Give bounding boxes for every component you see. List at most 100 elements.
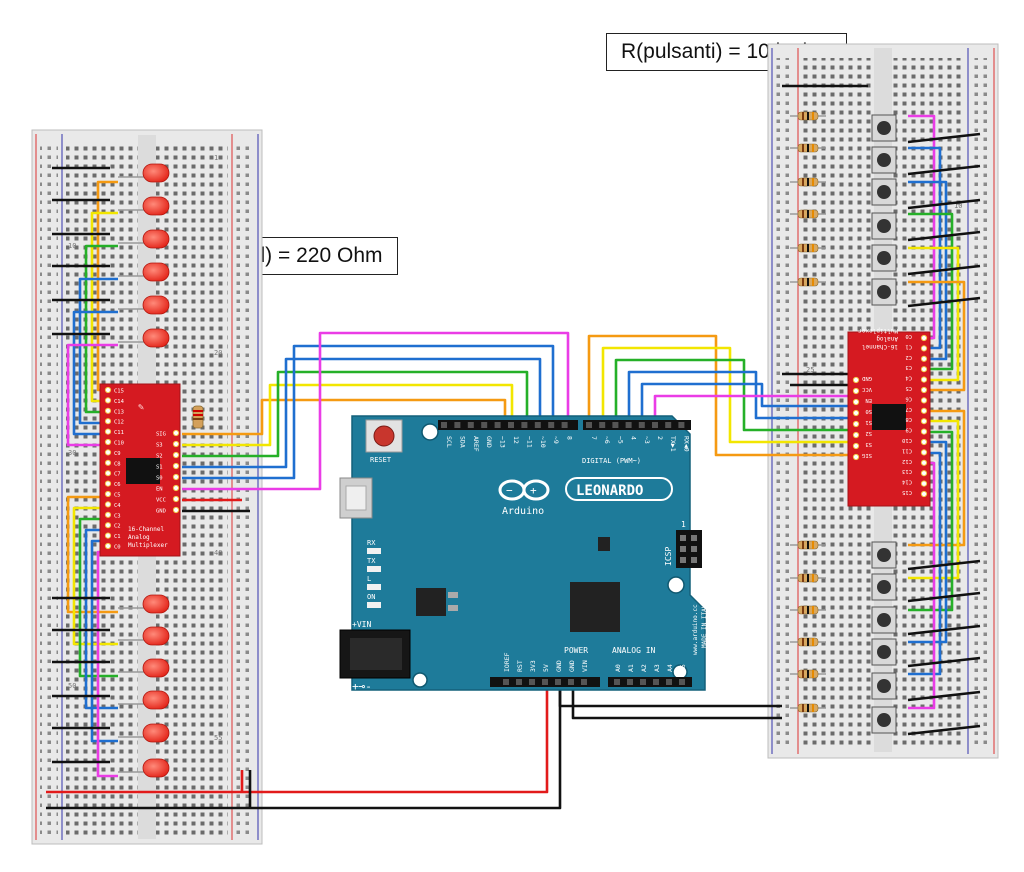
mux-right-ctrl-hole — [852, 387, 860, 395]
analog-pin-label: A4 — [666, 664, 674, 672]
board-name: LEONARDO — [576, 483, 643, 499]
header-pin — [516, 679, 522, 685]
icsp-pin — [680, 546, 686, 552]
resistor-band — [812, 638, 814, 646]
mux-left-ctrl-label: SIG — [156, 432, 166, 438]
header-pin — [529, 679, 535, 685]
header-pin — [503, 679, 509, 685]
wire-sig-right — [587, 334, 858, 457]
digital-pin-label: 2 — [656, 436, 664, 440]
mux-left-pin-label: C8 — [114, 461, 121, 467]
red-led — [142, 196, 170, 216]
mux-left-ctrl-hole — [172, 462, 180, 470]
wire-btn-vcc — [907, 656, 981, 668]
mux-left-pin-hole — [104, 397, 112, 404]
digital-pin-label: 4 — [630, 436, 638, 440]
resistor-band — [807, 244, 809, 252]
mux-right-pin-label: C11 — [902, 447, 912, 453]
mux-left-caption-2: Analog — [128, 534, 150, 541]
mux-left-pin-hole — [104, 532, 112, 539]
mux-right-pin-hole — [920, 449, 928, 456]
mux-left-ctrl-hole — [172, 451, 180, 459]
mux-right-pin-label: C7 — [905, 406, 912, 412]
red-led — [142, 295, 170, 315]
mux-left-pin-hole — [104, 386, 112, 394]
mux-right-ctrl-hole — [852, 442, 860, 450]
digital-pin-label: AREF — [472, 436, 480, 452]
mux-left-pin-hole — [104, 428, 112, 435]
digital-pin-label: SDA — [458, 436, 466, 448]
pushbutton-cap — [877, 679, 891, 693]
mux-left-caption-3: Multiplexer — [128, 542, 168, 549]
svg-text:+: + — [530, 484, 537, 497]
resistor-band — [802, 278, 804, 286]
resistor-band — [807, 112, 809, 120]
mux-left-pin-label: C3 — [114, 513, 121, 519]
red-led — [142, 163, 170, 183]
resistor-band — [812, 670, 814, 678]
header-pin — [652, 422, 658, 428]
wire-led-5 — [66, 343, 118, 447]
wire-s0-left — [182, 344, 555, 480]
pushbutton-cap — [877, 548, 891, 562]
mux-left-pin-label: C14 — [114, 399, 125, 405]
header-pin — [665, 422, 672, 428]
resistor-band — [802, 178, 804, 186]
mux-right-pin-hole — [920, 355, 928, 362]
mux-right-pin-label: C0 — [905, 333, 912, 339]
mux-right-pin-hole — [920, 376, 928, 383]
mux-right-pin-hole — [920, 459, 928, 466]
board-led-label: ON — [367, 593, 375, 601]
mux-right-pin-hole — [920, 407, 928, 414]
header-pin — [454, 422, 461, 428]
header-pin — [586, 422, 592, 428]
pushbutton-cap — [877, 645, 891, 659]
wire-btn-9 — [908, 440, 948, 644]
wire-btn-vcc — [907, 264, 981, 276]
mux-left-pin-label: C9 — [114, 451, 121, 457]
power-pin-label: GND — [568, 660, 576, 672]
pushbutton-cap — [877, 251, 891, 265]
left-led-group — [118, 163, 170, 778]
header-pin — [614, 679, 620, 685]
digital-pin-label: 7 — [590, 436, 598, 440]
wire-btn-vcc — [907, 724, 981, 736]
mux-left-pin-hole — [104, 418, 112, 425]
right-button-group — [790, 111, 897, 734]
header-pin — [568, 679, 574, 685]
wire-s3-left — [182, 383, 514, 447]
resistor-band — [812, 112, 814, 120]
mux-right-pin-label: C12 — [902, 458, 912, 464]
mux-left-pin-hole — [104, 490, 112, 498]
board-led-label: L — [367, 575, 371, 583]
wire-sig-left — [182, 398, 507, 436]
analog-pin-label: A1 — [627, 664, 635, 672]
digital-pin-label: 12 — [512, 436, 520, 444]
mux-left-ctrl-label: S2 — [156, 454, 163, 460]
resistor-band — [807, 178, 809, 186]
resistor-band — [812, 244, 814, 252]
red-led — [142, 658, 170, 678]
wire-btn-vcc — [907, 296, 981, 308]
wire-btn-4 — [908, 246, 960, 382]
wire-btn-vcc — [907, 559, 981, 571]
mux-right-pin-hole — [920, 418, 928, 425]
svg-text:✎: ✎ — [138, 402, 144, 413]
pushbutton-cap — [877, 713, 891, 727]
mux-right-ctrl-hole — [852, 453, 860, 461]
icsp-pin1-label: 1 — [681, 520, 686, 529]
digital-pin-label: ~10 — [539, 436, 547, 448]
icsp-label: ICSP — [664, 547, 673, 566]
bb-left-row-10: 10 — [68, 242, 76, 250]
arduino-brand: Arduino — [502, 506, 544, 517]
mux-left-ctrl-hole — [172, 473, 180, 481]
resistor-band — [807, 670, 809, 678]
bb-left-row-40: 40 — [214, 549, 222, 557]
digital-pin-label: TX▶1 — [669, 436, 677, 452]
bb-left-row-1: 1 — [214, 154, 218, 162]
bb-left-row-55: 55 — [214, 734, 222, 742]
mux-right-pin-hole — [920, 428, 928, 435]
polarity-icon: +⊸- — [352, 680, 372, 693]
header-pin — [638, 422, 645, 428]
power-header-label: POWER — [564, 646, 588, 655]
